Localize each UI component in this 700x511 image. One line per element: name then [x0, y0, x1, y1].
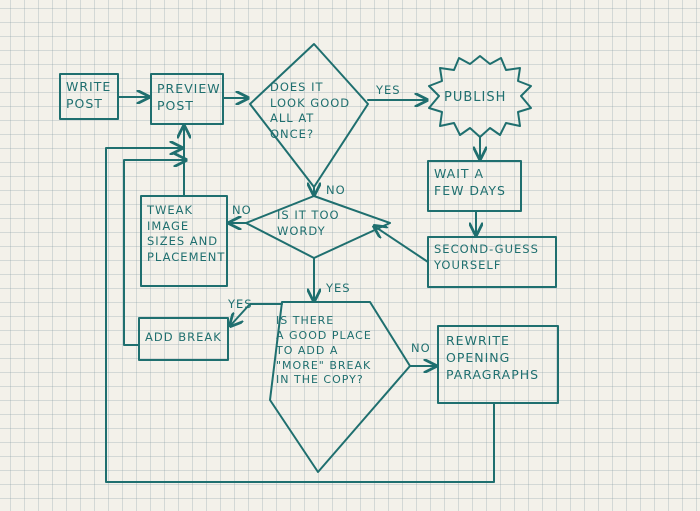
edge-rewrite-loop [105, 148, 495, 483]
wait-box [427, 160, 522, 212]
wait-label: Wait a few days [434, 166, 506, 198]
wordy-yes-label: Yes [326, 281, 351, 295]
good-place-label: Is there a good place to add a "more" br… [276, 314, 372, 387]
edge-place-yes-to-add-break [230, 303, 283, 326]
rewrite-label: Rewrite opening paragraphs [446, 333, 540, 382]
place-no-label: No [411, 341, 431, 355]
too-wordy-label: Is it too wordy [277, 208, 340, 238]
place-yes-label: Yes [228, 297, 253, 311]
preview-post-label: Preview post [157, 81, 221, 113]
edge-add-break-loop [123, 160, 186, 346]
edge-second-guess-to-wordy [374, 226, 429, 263]
write-post-label: Write post [66, 79, 112, 111]
add-break-box [138, 317, 229, 361]
looks-good-label: Does it look good all at once? [270, 80, 351, 141]
rewrite-box [437, 325, 559, 404]
tweak-images-label: Tweak image sizes and placement [147, 203, 226, 264]
looks-good-no-label: No [326, 183, 346, 197]
good-place-diamond [269, 301, 411, 473]
second-guess-label: Second-guess yourself [434, 242, 539, 272]
looks-good-yes-label: Yes [376, 83, 401, 97]
wordy-no-label: No [232, 203, 252, 217]
add-break-label: Add break [145, 330, 222, 344]
publish-label: Publish [444, 90, 507, 105]
